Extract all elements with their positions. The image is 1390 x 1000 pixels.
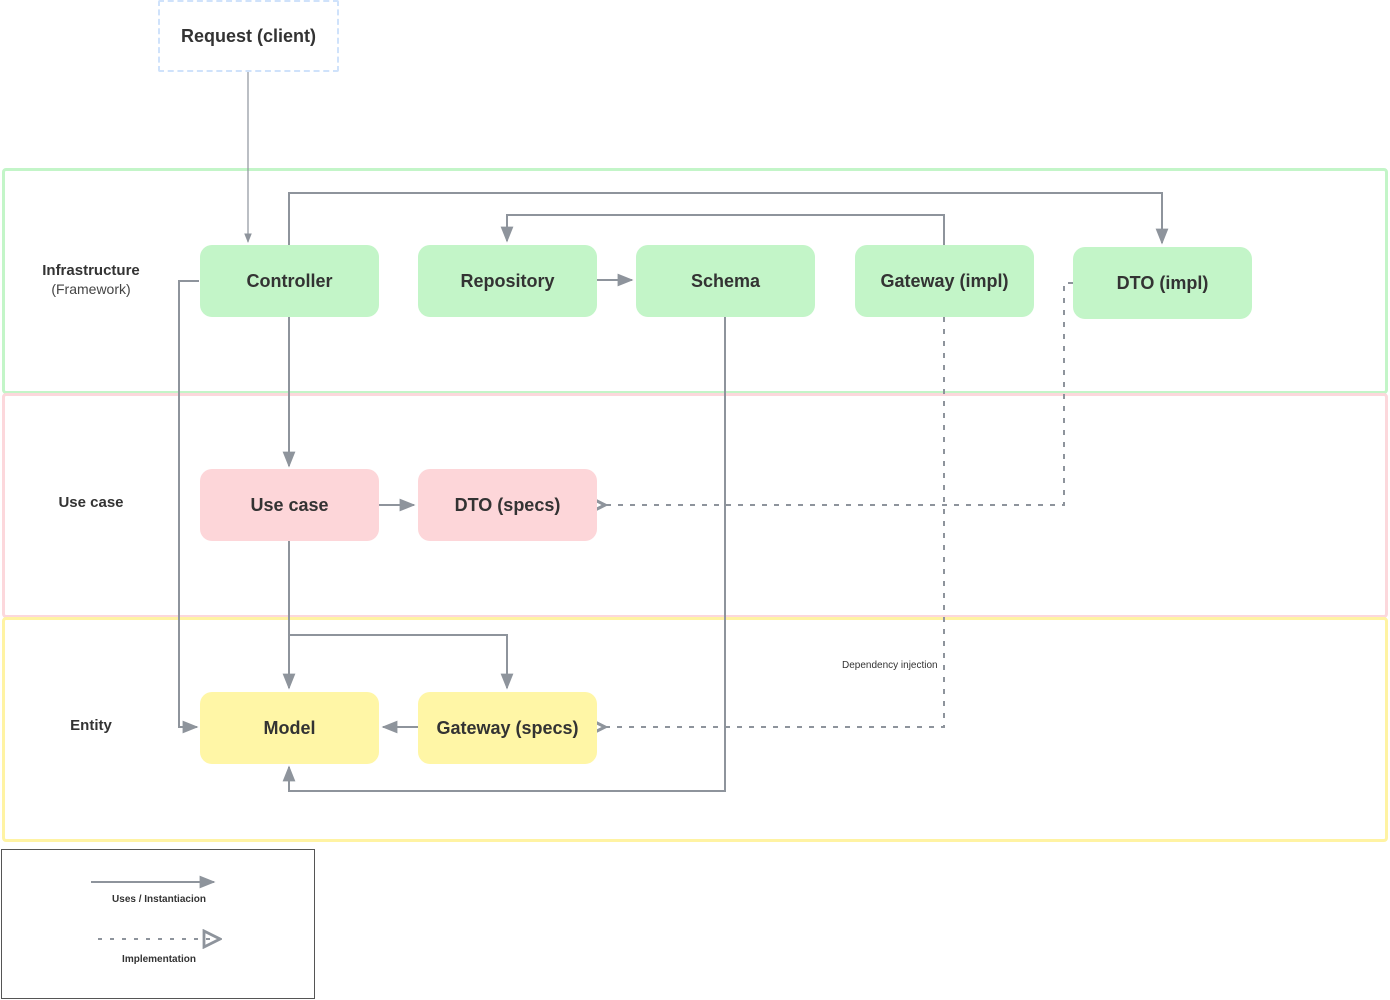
layer-title-infrastructure: Infrastructure [42,262,140,279]
dto-specs-node: DTO (specs) [418,469,597,541]
model-node: Model [200,692,379,764]
request-client-node: Request (client) [158,0,339,72]
controller-node: Controller [200,245,379,317]
layer-label-infrastructure: Infrastructure (Framework) [20,262,162,297]
layer-label-entity: Entity [70,717,112,734]
dependency-injection-label: Dependency injection [842,660,938,671]
dto-impl-node: DTO (impl) [1073,247,1252,319]
layer-subtitle-infrastructure: (Framework) [51,281,131,297]
gateway-specs-node: Gateway (specs) [418,692,597,764]
legend-uses-label: Uses / Instantiacion [112,894,206,905]
legend-implementation-label: Implementation [122,954,196,965]
repository-node: Repository [418,245,597,317]
legend: Uses / Instantiacion Implementation [1,849,315,999]
legend-lines [91,875,314,997]
schema-node: Schema [636,245,815,317]
layer-label-use-case: Use case [58,494,124,511]
gateway-impl-node: Gateway (impl) [855,245,1034,317]
use-case-node: Use case [200,469,379,541]
